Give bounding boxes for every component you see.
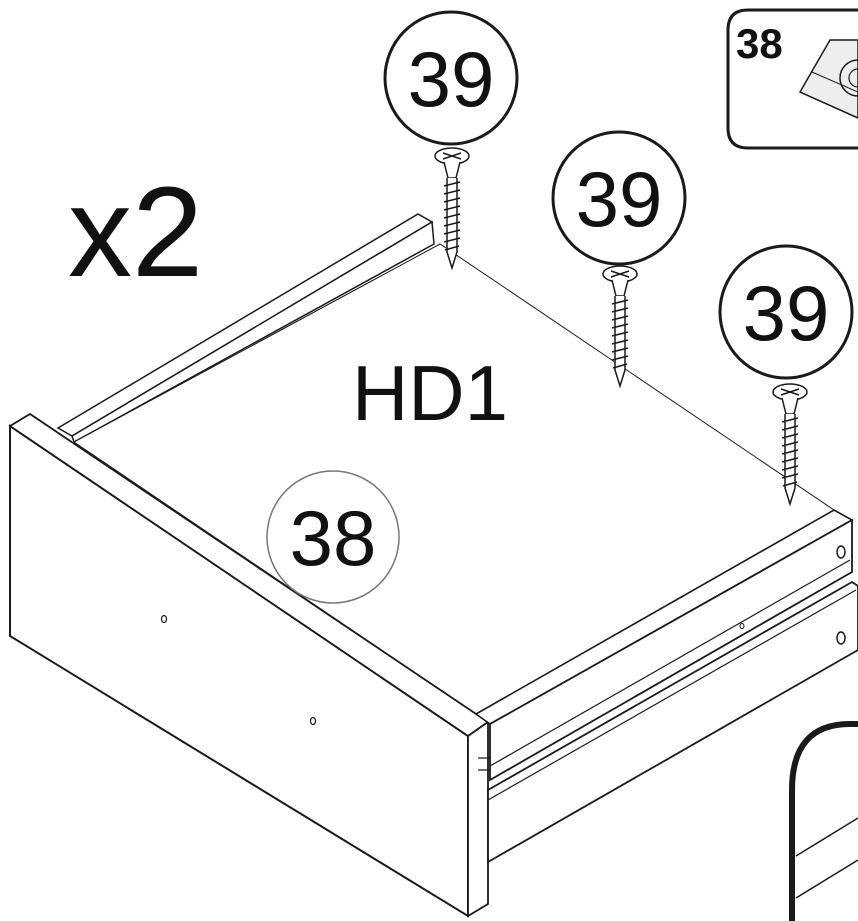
detail-box-number: 38 bbox=[736, 20, 783, 67]
drawer-runner bbox=[487, 580, 858, 864]
left-side-rail bbox=[56, 213, 435, 444]
callout-screw-2: 39 bbox=[551, 130, 687, 266]
handle-hole-right bbox=[309, 716, 317, 726]
callout-number: 39 bbox=[576, 155, 663, 243]
screw-1 bbox=[434, 147, 470, 271]
right-side-rail bbox=[474, 509, 854, 782]
handle-hole-left bbox=[160, 614, 168, 624]
callout-number: 39 bbox=[408, 35, 495, 123]
panel-part-icon bbox=[798, 39, 858, 119]
detail-box: 38 bbox=[726, 8, 858, 150]
quantity-multiplier: x2 bbox=[68, 161, 203, 304]
callout-panel: 38 bbox=[266, 470, 400, 604]
panel-label-hd1: HD1 bbox=[352, 349, 508, 437]
callout-number: 39 bbox=[743, 269, 830, 357]
callout-screw-1: 39 bbox=[383, 10, 519, 146]
drawer-front-side-edge bbox=[467, 720, 489, 918]
screw-3 bbox=[772, 383, 808, 507]
callout-number: 38 bbox=[290, 494, 377, 582]
drawer-assembly bbox=[8, 213, 858, 918]
callout-screw-3: 39 bbox=[718, 244, 854, 380]
detail-view-frame bbox=[789, 721, 858, 921]
screw-2 bbox=[602, 265, 638, 389]
